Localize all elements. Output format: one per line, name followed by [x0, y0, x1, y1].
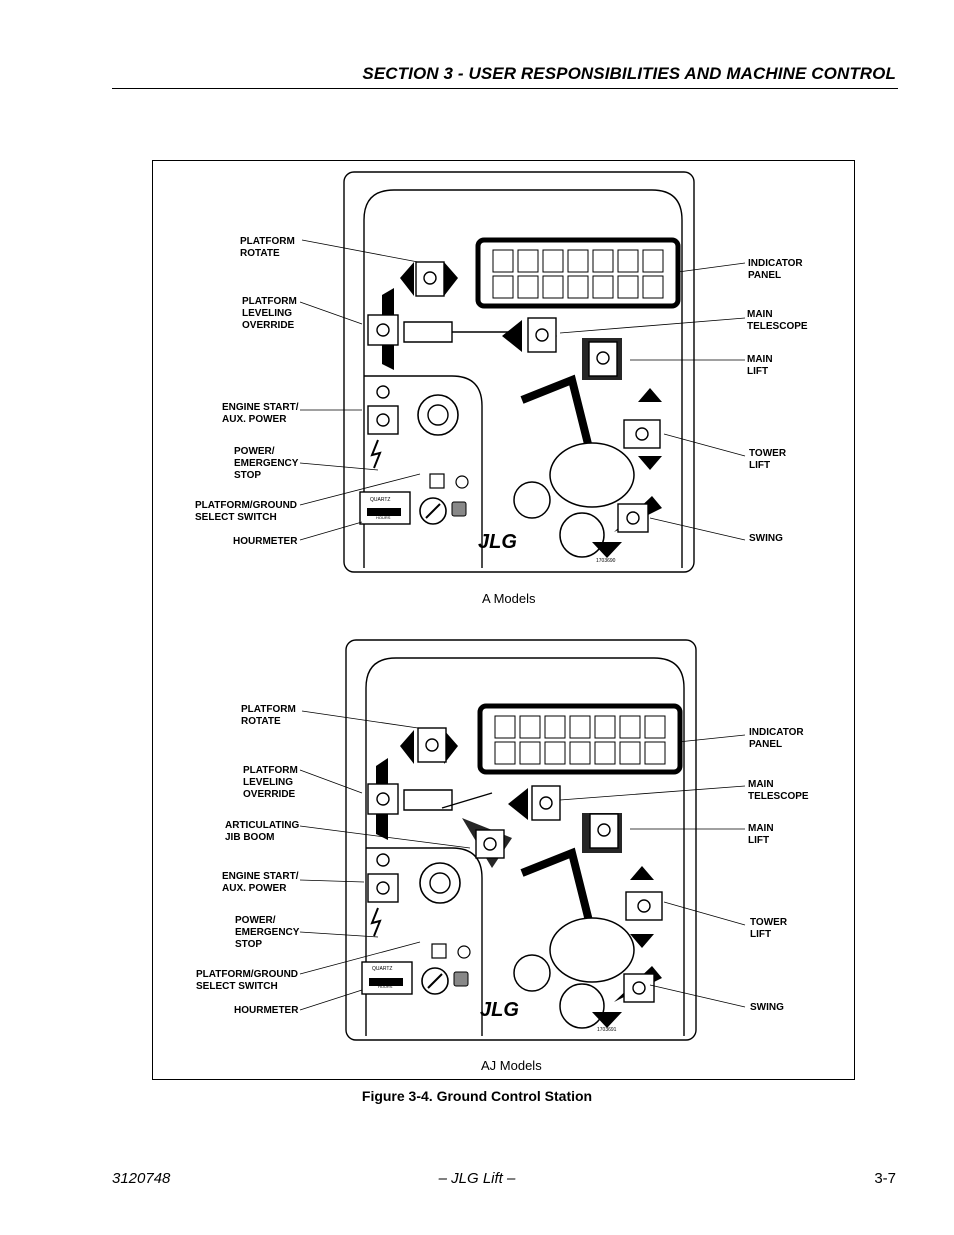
label-tower-lift-a: TOWER LIFT [749, 448, 787, 471]
label-hourmeter-a: HOURMETER [233, 536, 298, 547]
footer-doc-number: 3120748 [112, 1170, 171, 1187]
label-platform-ground-select-a: PLATFORM/GROUND SELECT SWITCH [195, 500, 298, 523]
label-power-emergency-stop-aj: POWER/ EMERGENCY STOP [235, 915, 300, 950]
label-platform-leveling-override-a: PLATFORM LEVELING OVERRIDE [242, 296, 297, 331]
panel-aj-caption: AJ Models [481, 1058, 542, 1073]
part-number-a: 1703690 [596, 558, 616, 564]
hourmeter-brand-aj: QUARTZ [372, 966, 393, 972]
part-number-aj: 1703691 [597, 1027, 617, 1033]
jlg-logo-aj: JLG [480, 999, 519, 1021]
label-platform-rotate-aj: PLATFORM ROTATE [241, 704, 296, 727]
hourmeter-unit-a: HOURS [376, 515, 391, 520]
label-swing-a: SWING [749, 533, 783, 544]
label-engine-start-a: ENGINE START/ AUX. POWER [222, 402, 299, 425]
label-tower-lift-aj: TOWER LIFT [750, 917, 788, 940]
footer-page-number: 3-7 [874, 1170, 896, 1187]
label-main-telescope-aj: MAIN TELESCOPE [748, 779, 809, 802]
label-main-telescope-a: MAIN TELESCOPE [747, 309, 808, 332]
label-indicator-panel-a: INDICATOR PANEL [748, 258, 803, 281]
label-articulating-jib-boom-aj: ARTICULATING JIB BOOM [225, 820, 300, 843]
label-indicator-panel-aj: INDICATOR PANEL [749, 727, 804, 750]
label-main-lift-a: MAIN LIFT [747, 354, 773, 377]
panel-a-caption: A Models [482, 591, 536, 606]
label-hourmeter-aj: HOURMETER [234, 1005, 299, 1016]
section-title: SECTION 3 - USER RESPONSIBILITIES AND MA… [362, 64, 896, 83]
figure-caption: Figure 3-4. Ground Control Station [361, 1088, 593, 1104]
hourmeter-unit-aj: HOURS [378, 984, 393, 989]
label-main-lift-aj: MAIN LIFT [748, 823, 774, 846]
label-platform-rotate-a: PLATFORM ROTATE [240, 236, 295, 259]
header-rule [112, 88, 898, 89]
hourmeter-brand-a: QUARTZ [370, 497, 391, 503]
label-power-emergency-stop-a: POWER/ EMERGENCY STOP [234, 446, 299, 481]
figure-frame [152, 160, 855, 1080]
ground-control-panel-aj-drawing [345, 639, 697, 1041]
label-swing-aj: SWING [750, 1002, 784, 1013]
jlg-logo-a: JLG [478, 531, 517, 553]
ground-control-panel-a-drawing [343, 171, 695, 573]
label-platform-ground-select-aj: PLATFORM/GROUND SELECT SWITCH [196, 969, 299, 992]
label-platform-leveling-override-aj: PLATFORM LEVELING OVERRIDE [243, 765, 298, 800]
label-engine-start-aj: ENGINE START/ AUX. POWER [222, 871, 299, 894]
footer-center-text: – JLG Lift – [438, 1170, 516, 1187]
